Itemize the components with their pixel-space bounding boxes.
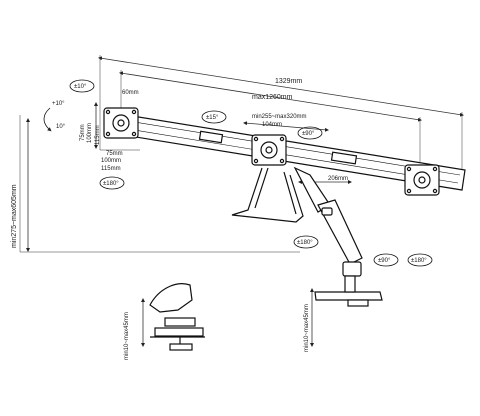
vesa-115-vertical-label: 115mm (95, 125, 101, 145)
vesa-75-horizontal-label: 75mm (106, 151, 123, 157)
vesa-plate-center (251, 134, 287, 166)
support-frame (231, 167, 304, 223)
diagram-labels: 1329mm max1260mm 60mm ±10° +10° 10° 75mm… (11, 78, 427, 360)
vesa-75-vertical-label: 75mm (80, 124, 86, 141)
swivel-90-top-label: ±90° (302, 131, 315, 137)
tilt-top-label: ±10° (74, 84, 87, 90)
arm-206-label: 206mm (328, 176, 348, 182)
vesa-plate-left (103, 107, 139, 139)
plate-60-label: 60mm (122, 90, 139, 96)
vesa-115-horizontal-label: 115mm (101, 166, 121, 172)
vesa-plate-right (404, 164, 440, 196)
swivel-15-label: ±15° (206, 115, 219, 121)
vesa-100-vertical-label: 100mm (87, 123, 93, 143)
center-104-label: 104mm (262, 122, 282, 128)
height-range-label: min275~max605mm (11, 184, 18, 248)
clamp-range-left-label: min10~max45mm (124, 312, 130, 360)
clamp-range-right-label: min10~max45mm (304, 304, 310, 352)
tilt-plus-label: +10° (52, 101, 65, 107)
clamp-detail (149, 283, 205, 351)
rotation-arm-label: ±180° (297, 240, 313, 246)
tilt-minus-label: 10° (56, 124, 66, 130)
rotation-left-label: ±180° (103, 181, 119, 187)
max-span-label: max1260mm (252, 94, 293, 101)
rotation-base-label: ±180° (411, 258, 427, 264)
swivel-90-base-label: ±90° (378, 258, 391, 264)
overall-width-label: 1329mm (275, 78, 302, 85)
dimension-lines (19, 55, 464, 347)
gas-spring-arm (293, 166, 383, 307)
rotation-markers (43, 79, 433, 267)
vesa-100-horizontal-label: 100mm (101, 158, 121, 164)
center-range-label: min255~max320mm (252, 114, 307, 120)
